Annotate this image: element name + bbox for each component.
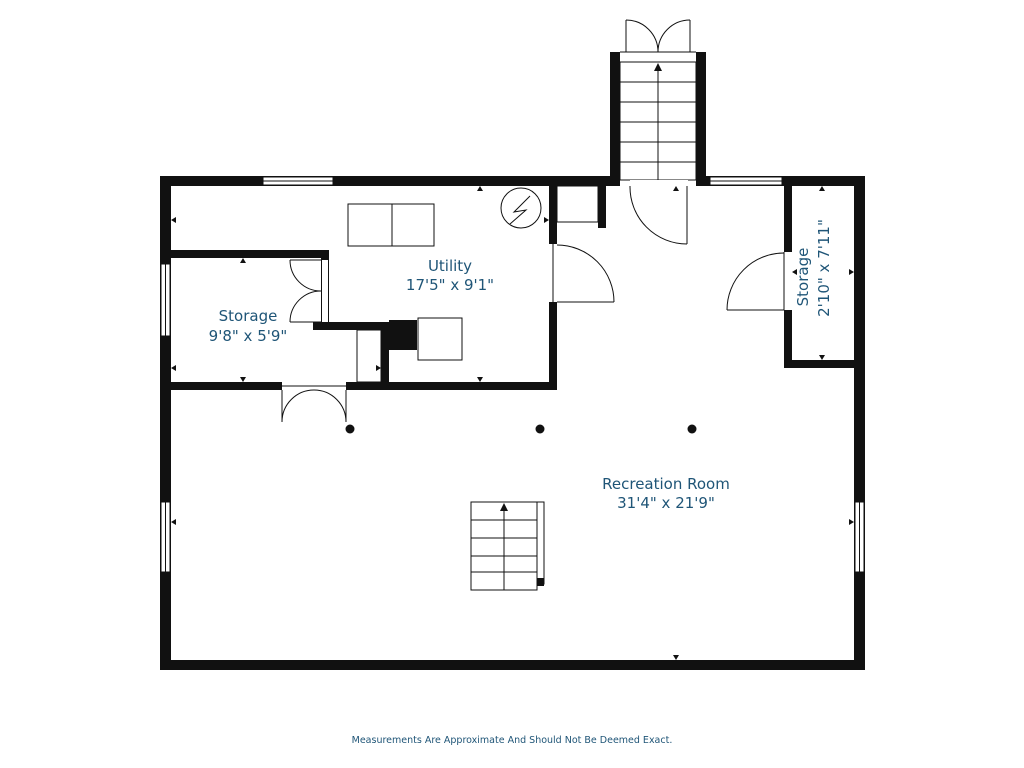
wall-left bbox=[160, 176, 171, 670]
wall-right bbox=[854, 176, 865, 670]
dimension-tick bbox=[544, 217, 549, 223]
dimension-tick bbox=[171, 217, 176, 223]
exterior-double-door bbox=[620, 19, 696, 53]
right-storage-door-opening bbox=[784, 252, 792, 310]
storage-closet-door-swing bbox=[289, 259, 322, 292]
dimension-tick bbox=[477, 377, 483, 382]
room-dimensions-storage-left: 9'8" x 5'9" bbox=[209, 327, 288, 345]
support-column bbox=[687, 424, 697, 434]
lightning-bolt-icon bbox=[509, 195, 531, 225]
storage-top-wall bbox=[171, 250, 329, 258]
utility-door bbox=[549, 244, 615, 303]
dimension-tick bbox=[240, 377, 246, 382]
room-name-recreation: Recreation Room bbox=[602, 475, 730, 493]
room-dimensions-utility: 17'5" x 9'1" bbox=[406, 276, 494, 294]
interior-stairs-rail bbox=[536, 501, 545, 585]
dimension-tick bbox=[240, 258, 246, 263]
water-heater-block bbox=[389, 320, 417, 350]
storage-closet-door bbox=[289, 259, 328, 323]
dimension-tick bbox=[819, 186, 825, 191]
room-dimensions-recreation: 31'4" x 21'9" bbox=[617, 494, 715, 512]
dryer bbox=[391, 203, 435, 247]
room-name-storage-right: Storage bbox=[794, 248, 812, 307]
stair-landing-door bbox=[629, 180, 688, 245]
furnace bbox=[417, 317, 463, 361]
storage-double-door-swing bbox=[313, 389, 347, 423]
support-column bbox=[535, 424, 545, 434]
stair-landing-door-opening bbox=[630, 180, 688, 186]
wall-bottom bbox=[160, 660, 865, 670]
exterior-door-swing-left bbox=[625, 19, 659, 53]
washer bbox=[347, 203, 393, 247]
measurement-disclaimer: Measurements Are Approximate And Should … bbox=[351, 735, 673, 746]
exterior-door-swing-right bbox=[657, 19, 691, 53]
dimension-tick bbox=[673, 655, 679, 660]
interior-stairs-post bbox=[537, 578, 544, 586]
right-storage-door bbox=[726, 252, 792, 311]
right-storage-bottom-wall bbox=[784, 360, 856, 368]
stair-wall-left bbox=[610, 52, 620, 186]
exterior-stairs bbox=[619, 61, 697, 181]
dimension-tick bbox=[673, 186, 679, 191]
storage-double-door bbox=[281, 382, 347, 423]
support-columns bbox=[345, 424, 697, 434]
storage-inner-wall bbox=[313, 322, 389, 330]
dimension-markers bbox=[171, 186, 854, 660]
closet-shelf bbox=[556, 185, 599, 223]
dimension-tick bbox=[819, 355, 825, 360]
interior-stairs-arrow-icon bbox=[500, 503, 508, 511]
electrical-panel-icon bbox=[500, 187, 542, 229]
utility-door-swing bbox=[556, 244, 615, 303]
wall-top-left bbox=[160, 176, 617, 186]
room-name-storage-left: Storage bbox=[219, 307, 278, 325]
closet-stub-wall bbox=[598, 186, 606, 228]
room-dimensions-storage-right: 2'10" x 7'11" bbox=[815, 219, 833, 317]
exterior-stairs-arrow-icon bbox=[654, 63, 662, 71]
stair-wall-right bbox=[696, 52, 706, 186]
storage-closet-door-swing bbox=[289, 290, 322, 323]
support-column bbox=[345, 424, 355, 434]
dimension-tick bbox=[849, 519, 854, 525]
stair-landing-door-swing bbox=[629, 185, 688, 245]
right-storage-door-swing bbox=[726, 252, 785, 311]
storage-closet-door-opening bbox=[322, 260, 328, 322]
dimension-tick bbox=[792, 269, 797, 275]
dimension-tick bbox=[477, 186, 483, 191]
utility-fixtures bbox=[347, 185, 599, 383]
room-name-utility: Utility bbox=[428, 257, 472, 275]
dimension-tick bbox=[849, 269, 854, 275]
storage-shelf bbox=[356, 329, 382, 383]
utility-bottom-wall bbox=[171, 382, 557, 390]
interior-stairs bbox=[470, 501, 545, 591]
storage-double-door-swing bbox=[281, 389, 315, 423]
dimension-tick bbox=[171, 365, 176, 371]
storage-right-wall bbox=[381, 322, 389, 390]
dimension-tick bbox=[171, 519, 176, 525]
dimension-tick bbox=[376, 365, 381, 371]
